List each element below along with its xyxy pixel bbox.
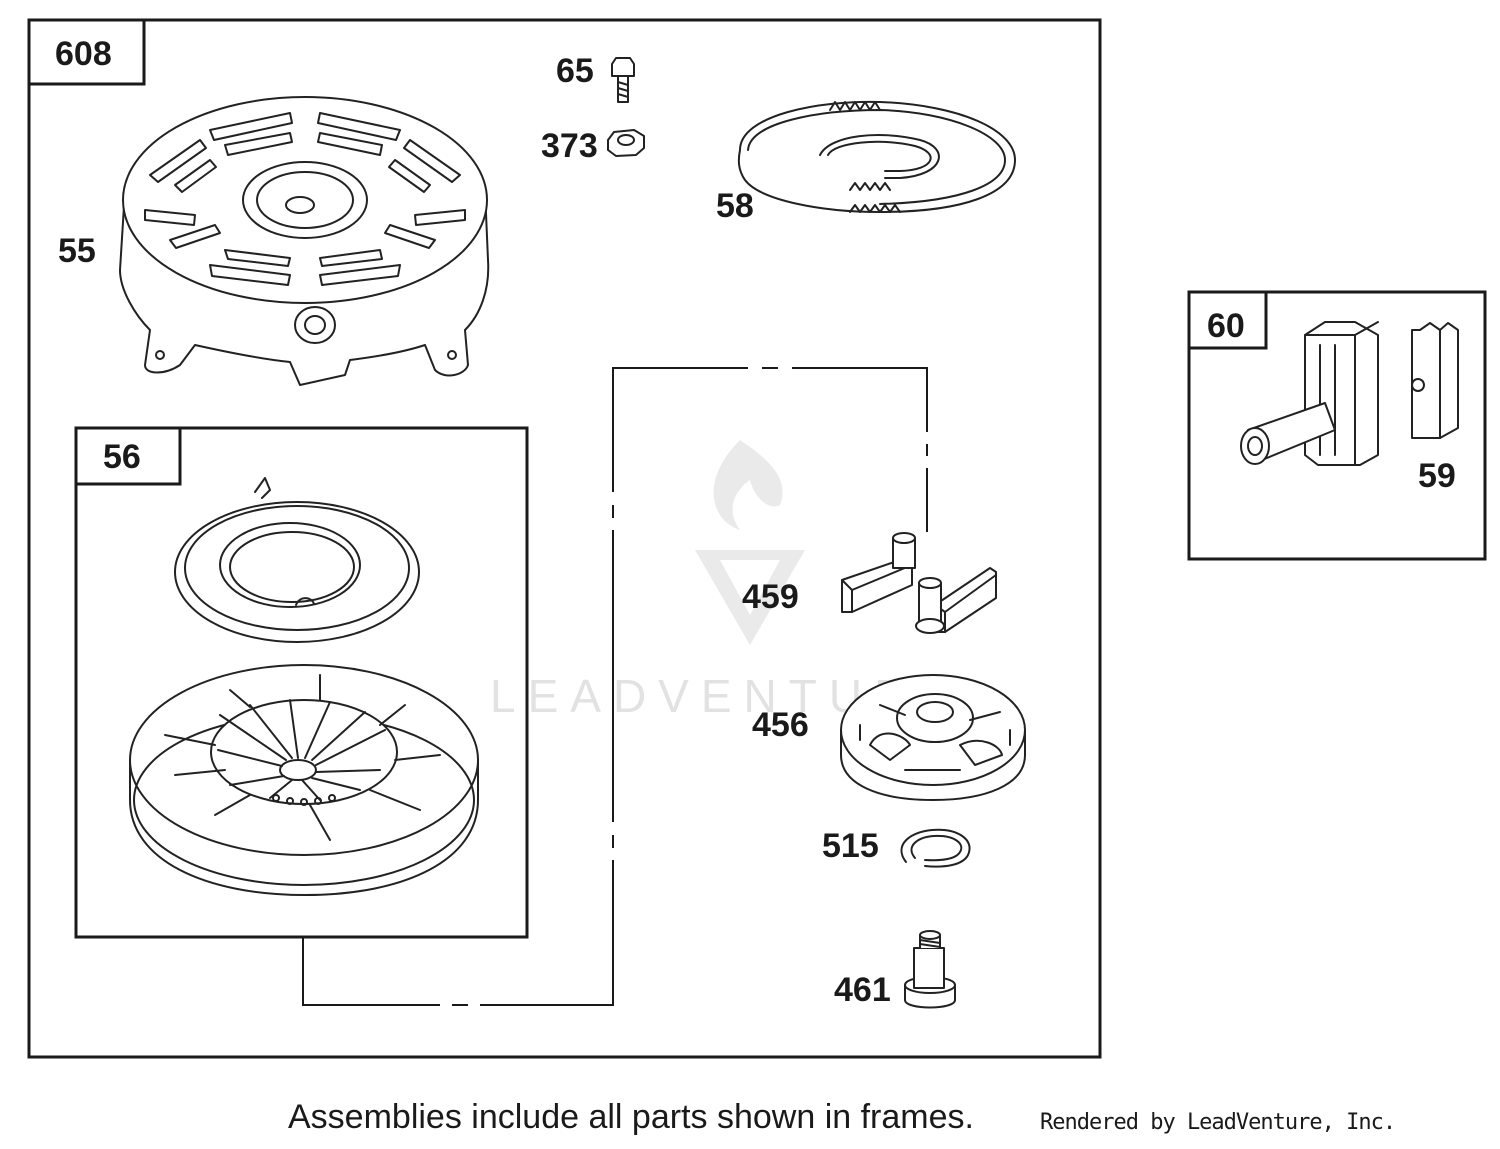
screw-part: [611, 57, 635, 103]
shoulder-screw-part: [904, 930, 956, 1009]
leader-lines: [302, 367, 928, 1006]
watermark-logo: [695, 440, 805, 645]
callout-459: 459: [742, 578, 799, 616]
rewind-spring-part: [174, 477, 420, 643]
frame-60-label: 60: [1207, 307, 1245, 345]
handle-insert-part: [1411, 322, 1459, 439]
callout-456: 456: [752, 706, 809, 744]
footer-credit: Rendered by LeadVenture, Inc.: [1040, 1110, 1396, 1135]
starter-handle-part: [1240, 321, 1379, 466]
starter-pulley-part: [129, 664, 479, 896]
callout-55: 55: [58, 232, 96, 270]
callout-59: 59: [1418, 457, 1456, 495]
starter-rope-part: [737, 100, 1016, 213]
frame-608: 608: [27, 18, 1102, 1059]
pawl-part: [841, 532, 997, 634]
footer-note: Assemblies include all parts shown in fr…: [288, 1098, 974, 1136]
frame-56-label: 56: [103, 438, 141, 476]
callout-461: 461: [834, 971, 891, 1009]
callout-58: 58: [716, 187, 754, 225]
ratchet-part: [840, 674, 1026, 801]
callout-65: 65: [556, 52, 594, 90]
callout-373: 373: [541, 127, 598, 165]
frame-56: 56: [74, 426, 529, 939]
retaining-ring-part: [900, 828, 971, 868]
nut-part: [607, 129, 645, 157]
starter-housing-part: [119, 96, 490, 386]
frame-608-label: 608: [55, 35, 112, 73]
callout-515: 515: [822, 827, 879, 865]
frame-60: 60: [1187, 290, 1487, 561]
